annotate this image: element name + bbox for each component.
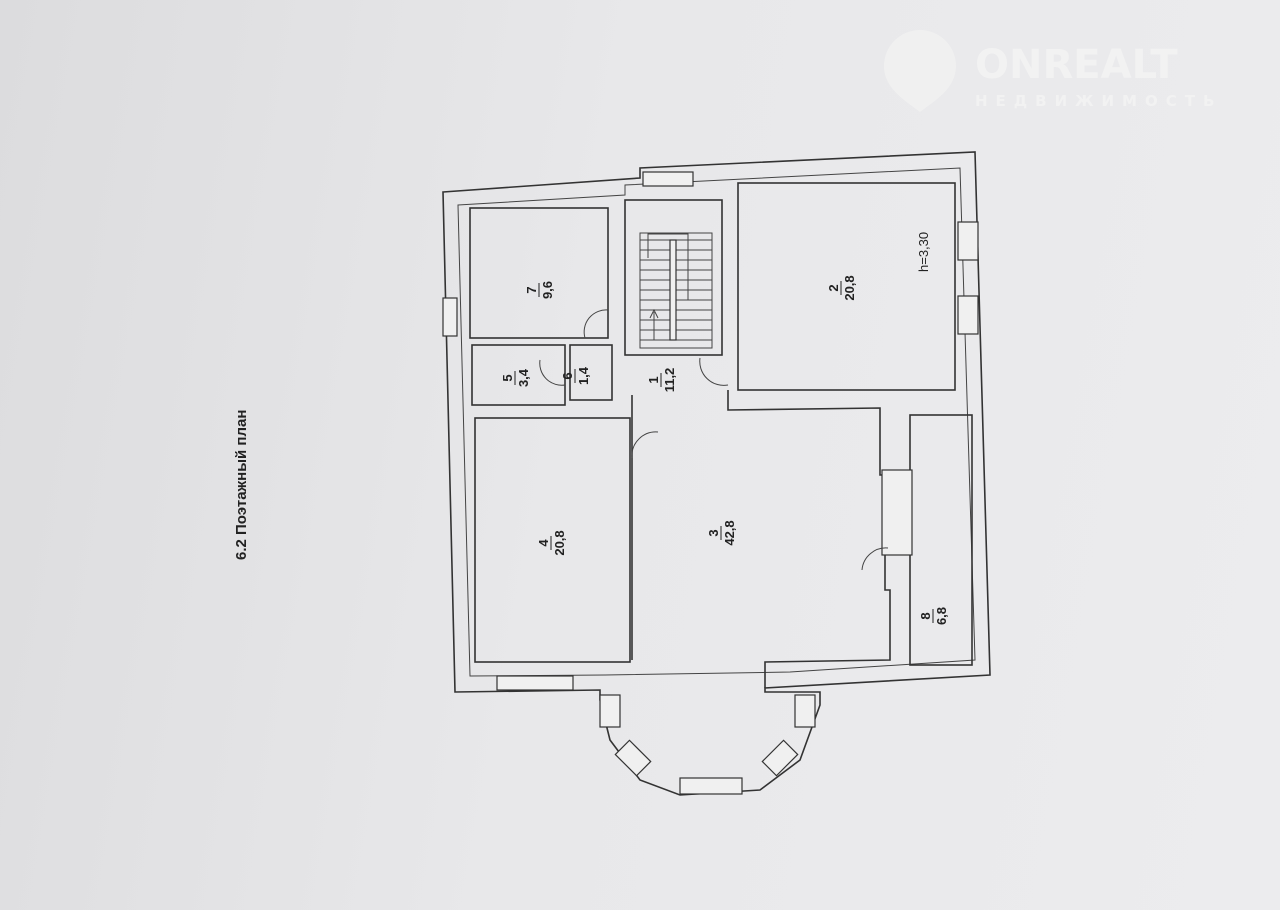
room-walls (469, 182, 973, 688)
room-label-2: 2 20,8 (826, 275, 857, 300)
watermark: ONREALT НЕДВИЖИМОСТЬ (884, 30, 1222, 112)
svg-text:1: 1 (646, 376, 661, 383)
arrow-down-icon (647, 233, 689, 300)
room-label-3: 3 42,8 (706, 520, 737, 545)
room-label-7: 7 9,6 (524, 281, 555, 299)
ceiling-height-label: h=3,30 (916, 232, 931, 272)
location-pin-icon (884, 30, 956, 112)
svg-text:42,8: 42,8 (722, 520, 737, 545)
room-6 (569, 344, 613, 401)
svg-text:6,8: 6,8 (934, 607, 949, 625)
svg-text:20,8: 20,8 (842, 275, 857, 300)
doors (539, 309, 889, 571)
watermark-tagline: НЕДВИЖИМОСТЬ (975, 92, 1222, 110)
room-8 (909, 414, 973, 666)
room-label-5: 5 3,4 (500, 368, 531, 387)
room-label-8: 8 6,8 (918, 607, 949, 625)
windows (442, 171, 979, 795)
room-label-1: 1 11,2 (646, 368, 677, 393)
svg-text:7: 7 (524, 286, 539, 293)
svg-text:3: 3 (706, 529, 721, 536)
room-label-4: 4 20,8 (536, 530, 567, 555)
room-7 (469, 207, 609, 339)
svg-text:1,4: 1,4 (576, 366, 591, 385)
svg-text:2: 2 (826, 284, 841, 291)
room-3 (727, 390, 891, 688)
room-labels: 1 11,2 2 20,8 3 42,8 4 20,8 5 3,4 6 1,4 … (500, 232, 949, 625)
watermark-brand: ONREALT (975, 42, 1178, 88)
svg-text:4: 4 (536, 539, 551, 547)
svg-text:11,2: 11,2 (662, 368, 677, 393)
svg-text:3,4: 3,4 (516, 368, 531, 387)
svg-text:20,8: 20,8 (552, 530, 567, 555)
room-5 (471, 344, 566, 406)
stair-well (624, 199, 723, 356)
svg-text:5: 5 (500, 374, 515, 381)
svg-text:6: 6 (560, 372, 575, 379)
svg-text:9,6: 9,6 (540, 281, 555, 299)
staircase (639, 232, 713, 349)
room-4 (474, 417, 631, 663)
svg-text:8: 8 (918, 612, 933, 619)
room-2 (737, 182, 956, 391)
room-label-6: 6 1,4 (560, 366, 591, 385)
plan-title: 6.2 Поэтажный план (233, 410, 250, 560)
arrow-up-icon (649, 308, 659, 340)
